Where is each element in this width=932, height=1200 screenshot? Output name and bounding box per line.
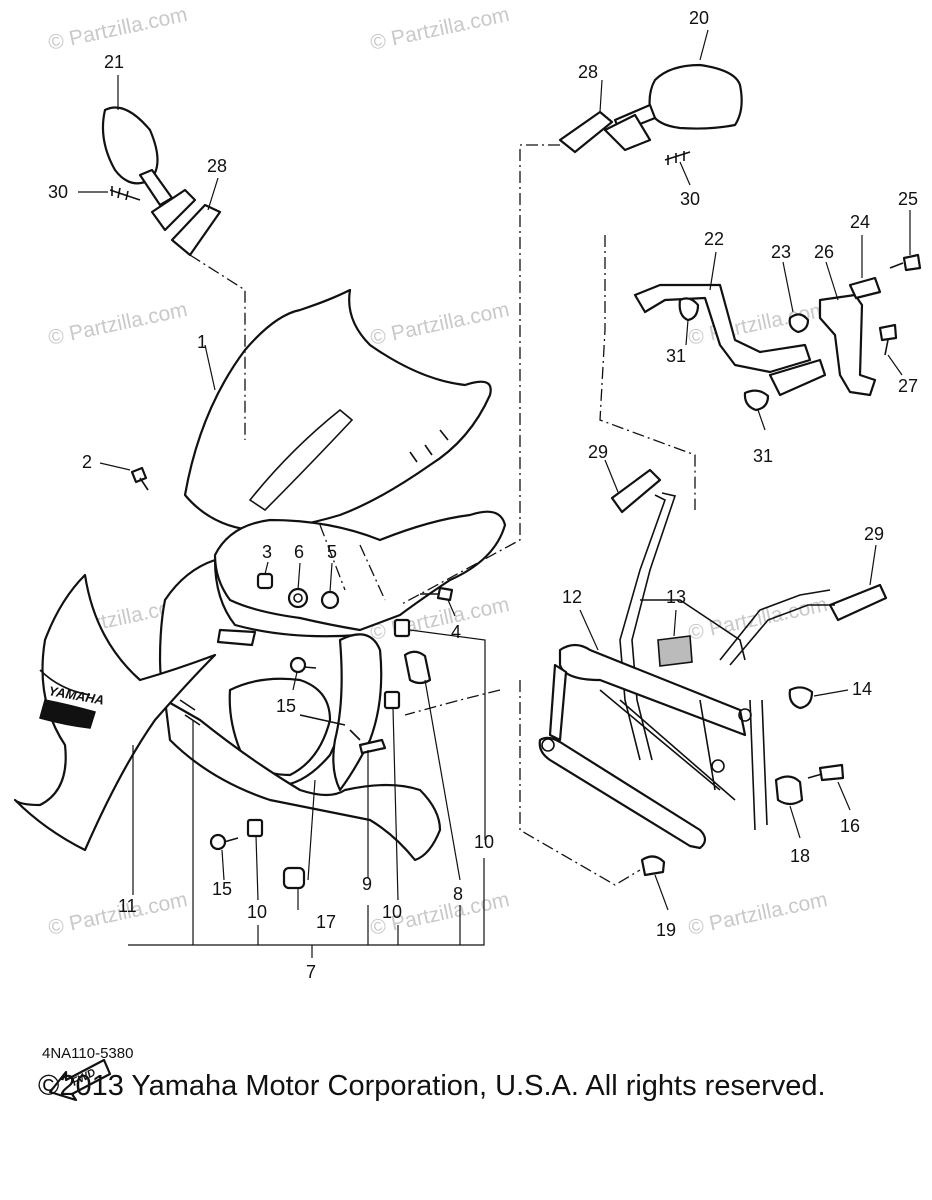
callout-15: 15	[212, 879, 232, 899]
left-mirror-assembly	[101, 106, 222, 257]
watermark: © Partzilla.com	[368, 3, 511, 55]
diagram-code: 4NA110-5380	[42, 1045, 134, 1062]
callout-23: 23	[771, 242, 791, 262]
callout-10: 10	[247, 902, 267, 922]
callout-17: 17	[316, 912, 336, 932]
callout-20: 20	[689, 8, 709, 28]
callout-12: 12	[562, 587, 582, 607]
callout-8: 8	[453, 884, 463, 904]
side-panel: YAMAHA	[13, 573, 217, 852]
callout-4: 4	[451, 622, 461, 642]
callout-29: 29	[864, 524, 884, 544]
watermark: © Partzilla.com	[368, 298, 511, 350]
callout-16: 16	[840, 816, 860, 836]
right-mirror-assembly	[558, 63, 743, 165]
callout-13: 13	[666, 587, 686, 607]
callout-31: 31	[666, 346, 686, 366]
callout-28: 28	[578, 62, 598, 82]
callout-21: 21	[104, 52, 124, 72]
callout-1: 1	[197, 332, 207, 352]
callout-30: 30	[680, 189, 700, 209]
callout-labels: 1 2 3 4 5 6 7 8 9 10 10 10 11 12 13 14 1…	[48, 8, 918, 982]
callout-9: 9	[362, 874, 372, 894]
callout-11: 11	[118, 896, 137, 916]
callout-27: 27	[898, 376, 918, 396]
leader-lines	[78, 29, 911, 958]
reference-lines	[189, 144, 696, 886]
callout-28: 28	[207, 156, 227, 176]
callout-10: 10	[382, 902, 402, 922]
callout-19: 19	[656, 920, 676, 940]
windscreen	[183, 288, 492, 532]
callout-5: 5	[327, 542, 337, 562]
callout-22: 22	[704, 229, 724, 249]
mirror-bracket-assembly	[633, 253, 922, 412]
callout-10: 10	[474, 832, 494, 852]
callout-3: 3	[262, 542, 272, 562]
callout-18: 18	[790, 846, 810, 866]
callout-24: 24	[850, 212, 870, 232]
callout-14: 14	[852, 679, 872, 699]
watermark: © Partzilla.com	[46, 3, 189, 55]
callout-15: 15	[276, 696, 296, 716]
callout-2: 2	[82, 452, 92, 472]
callout-26: 26	[814, 242, 834, 262]
callout-7: 7	[306, 962, 316, 982]
callout-25: 25	[898, 189, 918, 209]
callout-6: 6	[294, 542, 304, 562]
copyright-notice: ©2013 Yamaha Motor Corporation, U.S.A. A…	[38, 1070, 826, 1102]
upper-cowl	[158, 510, 507, 862]
watermark: © Partzilla.com	[46, 298, 189, 350]
callout-30: 30	[48, 182, 68, 202]
callout-31: 31	[753, 446, 773, 466]
watermarks: © Partzilla.com © Partzilla.com © Partzi…	[46, 3, 829, 940]
watermark: © Partzilla.com	[686, 888, 829, 940]
forward-arrow-icon: FWD	[48, 1058, 112, 1102]
callout-29: 29	[588, 442, 608, 462]
cowling-stay-frame	[538, 468, 888, 877]
cowl-hardware	[130, 466, 454, 890]
